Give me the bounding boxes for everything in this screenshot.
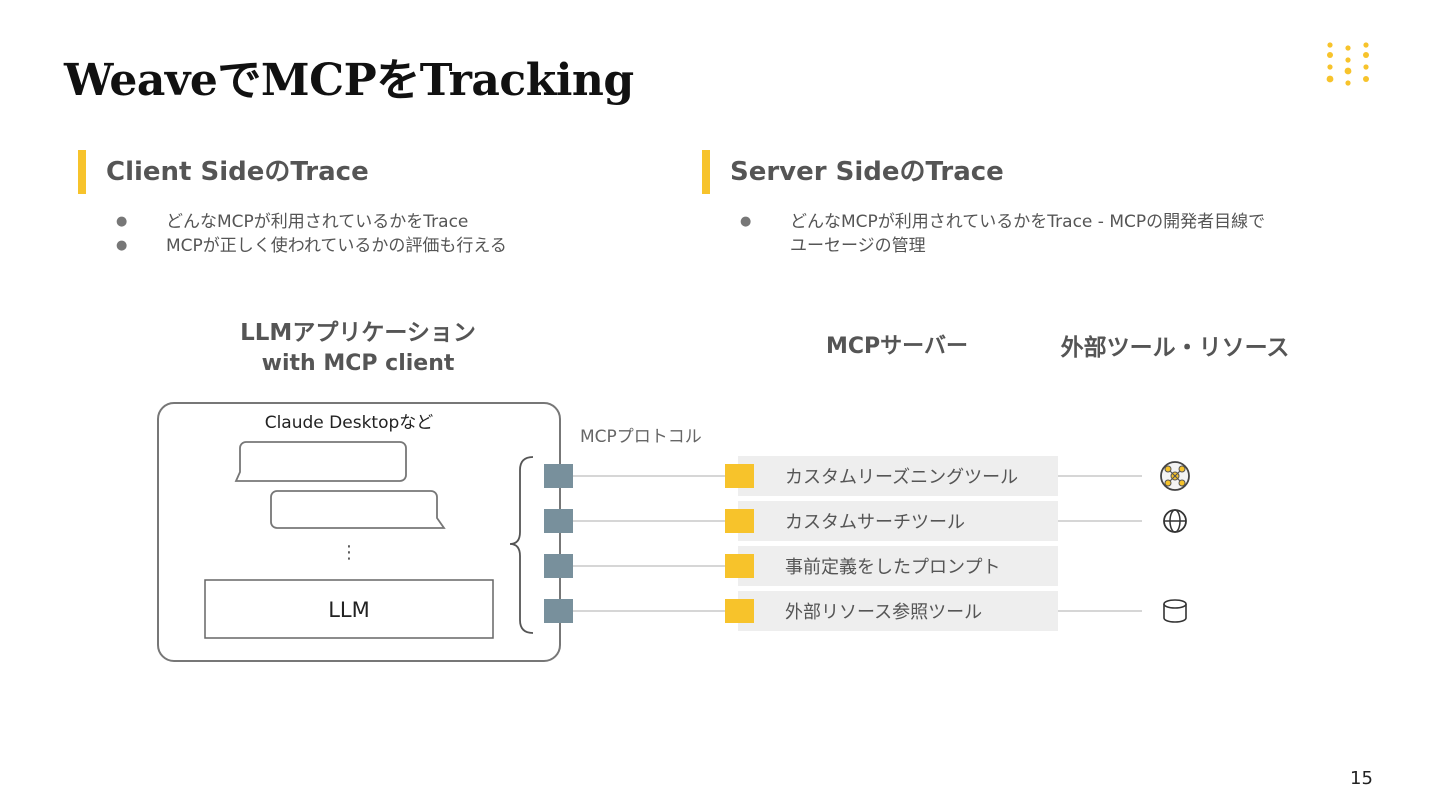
llm-box: [204, 579, 494, 639]
database-icon: [1163, 604, 1187, 623]
bullet-item: MCPが正しく使われているかの評価も行える: [116, 234, 676, 258]
client-side-bullets: どんなMCPが利用されているかをTrace MCPが正しく使われているかの評価も…: [116, 210, 676, 258]
mcp-server-label: カスタムサーチツール: [785, 512, 965, 533]
client-port-square: [544, 509, 573, 533]
client-side-heading: Client SideのTrace: [78, 150, 369, 194]
network-node-icon: [1164, 479, 1172, 487]
curly-brace-icon: [509, 456, 534, 634]
mcp-server-row: [738, 501, 1058, 541]
client-port-square: [544, 554, 573, 578]
server-side-bullets: どんなMCPが利用されているかをTrace - MCPの開発者目線でユーセージの…: [740, 210, 1280, 258]
page-number: 15: [1350, 768, 1373, 789]
app-box-label: Claude Desktopなど: [265, 413, 434, 433]
logo-dots-icon: [1326, 42, 1369, 86]
app-title-line1: LLMアプリケーション: [240, 320, 476, 346]
ellipsis: ⋮: [340, 542, 358, 563]
chat-bubble-right-icon: [270, 490, 446, 529]
app-title-line2: with MCP client: [262, 351, 455, 376]
mcp-server-row: [738, 456, 1058, 496]
bullet-item: どんなMCPが利用されているかをTrace - MCPの開発者目線でユーセージの…: [740, 210, 1280, 258]
network-node-icon: [1178, 465, 1186, 473]
slide-title: WeaveでMCPをTracking: [64, 55, 634, 106]
database-icon: [1163, 599, 1187, 609]
client-port-square: [544, 599, 573, 623]
external-tools-title: 外部ツール・リソース: [1061, 334, 1290, 361]
server-side-heading: Server SideのTrace: [702, 150, 1004, 194]
mcp-server-label: カスタムリーズニングツール: [785, 467, 1018, 488]
chat-bubble-left-icon: [234, 441, 407, 482]
mcp-server-row: [738, 546, 1058, 586]
mcp-server-label: 外部リソース参照ツール: [785, 602, 982, 623]
bullet-item: どんなMCPが利用されているかをTrace: [116, 210, 676, 234]
mcp-server-title: MCPサーバー: [826, 334, 968, 359]
network-node-icon: [1178, 479, 1186, 487]
llm-label: LLM: [328, 598, 370, 622]
server-port-square: [725, 464, 754, 488]
network-node-icon: [1164, 465, 1172, 473]
server-port-square: [725, 599, 754, 623]
mcp-server-label: 事前定義をしたプロンプト: [785, 557, 1000, 578]
protocol-label: MCPプロトコル: [580, 427, 702, 447]
server-port-square: [725, 509, 754, 533]
client-port-square: [544, 464, 573, 488]
server-port-square: [725, 554, 754, 578]
mcp-server-row: [738, 591, 1058, 631]
